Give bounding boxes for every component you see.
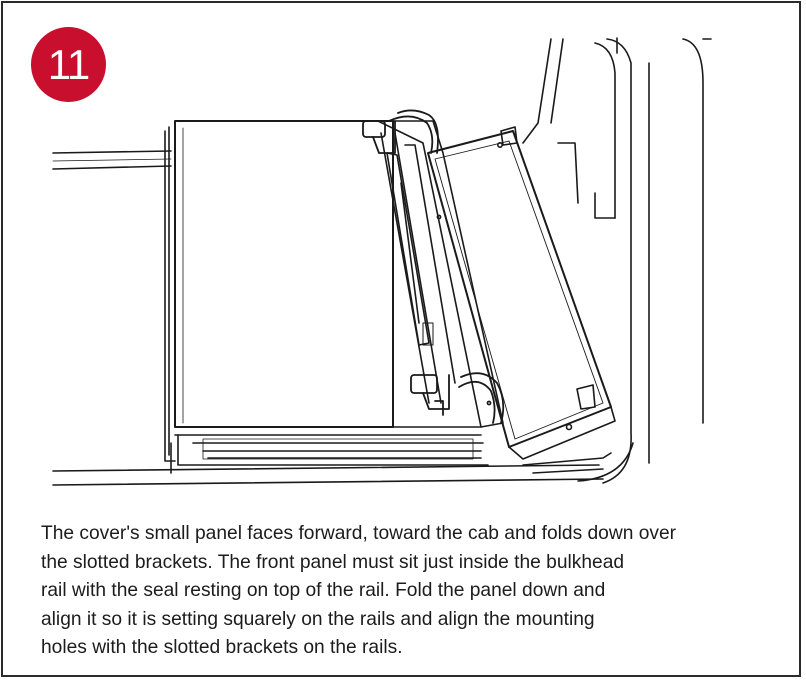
main-panel — [164, 120, 489, 466]
instruction-text: The cover's small panel faces forward, t… — [41, 520, 781, 663]
step-number-badge: 11 — [31, 27, 106, 102]
bed-floor — [52, 442, 612, 486]
left-rail-lines — [52, 150, 172, 170]
cab-outline — [522, 37, 712, 484]
front-panel — [427, 130, 616, 460]
tonneau-panel-illustration — [52, 37, 712, 486]
upper-clamp — [362, 109, 439, 154]
instruction-line: holes with the slotted brackets on the r… — [41, 637, 403, 658]
lower-clamp — [410, 372, 505, 424]
hinge-rail — [377, 120, 504, 428]
instruction-line: rail with the seal resting on top of the… — [41, 580, 606, 601]
instruction-line: The cover's small panel faces forward, t… — [41, 523, 677, 544]
slotted-brackets — [500, 126, 596, 410]
instruction-line: align it so it is setting squarely on th… — [41, 608, 595, 630]
instruction-line: the slotted brackets. The front panel mu… — [41, 551, 625, 573]
